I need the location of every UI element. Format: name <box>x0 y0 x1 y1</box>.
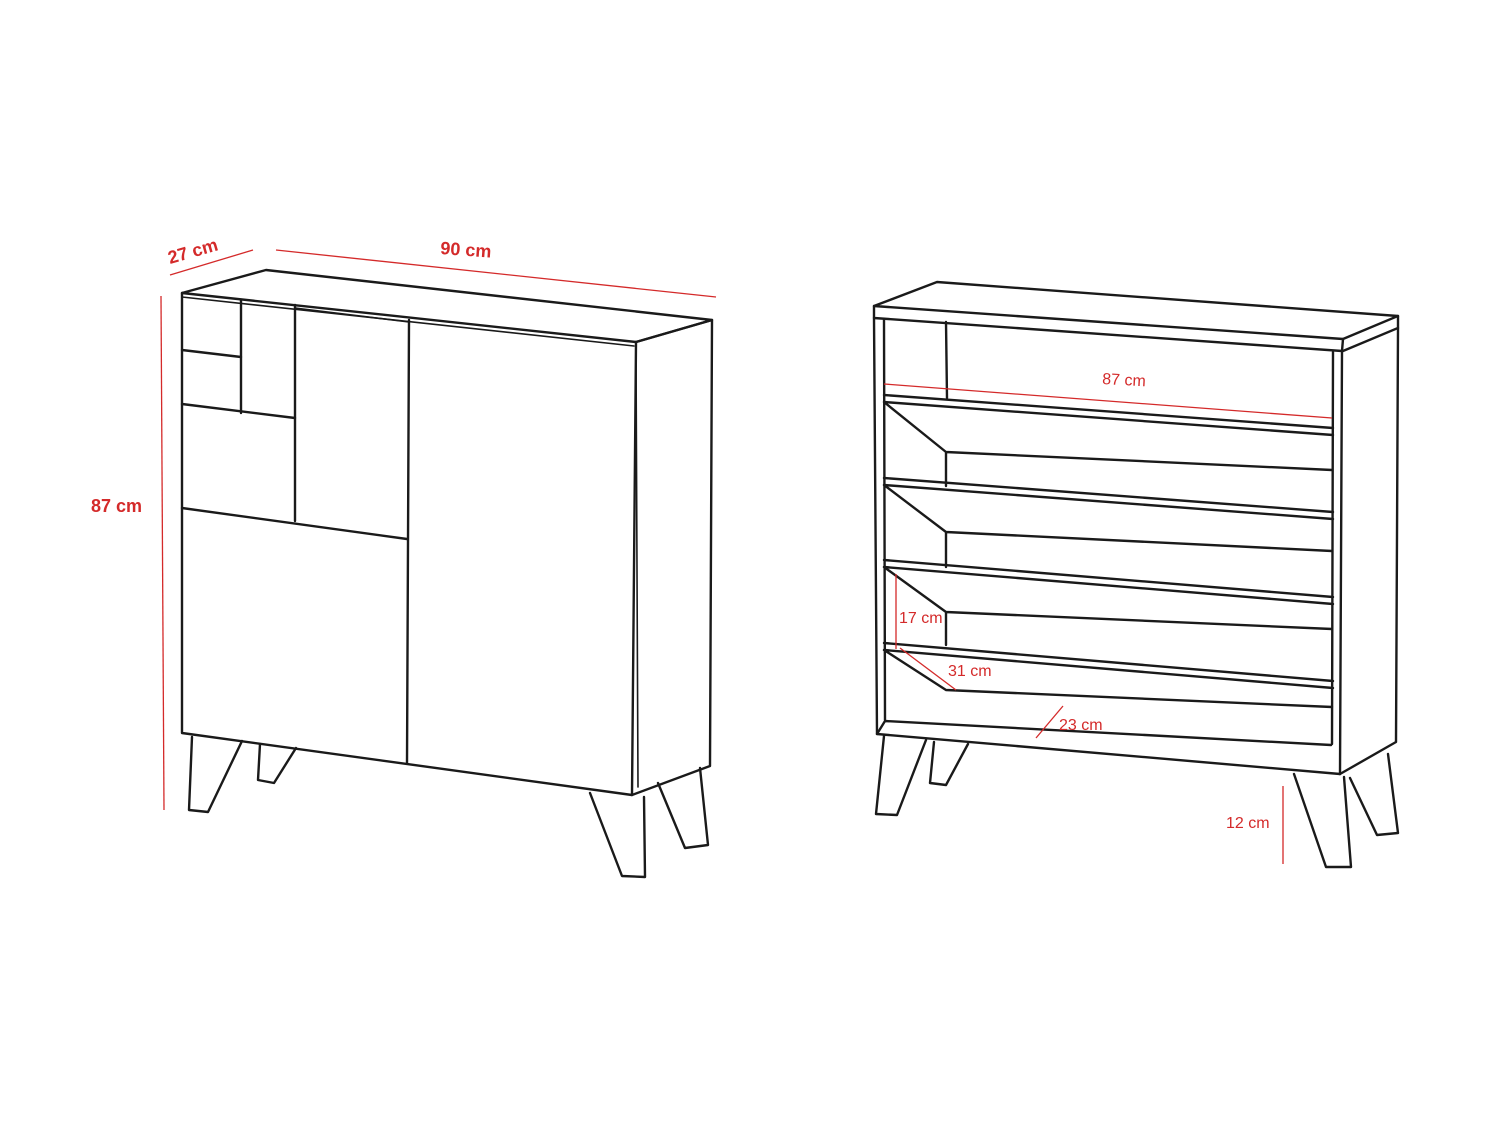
open-right-panel <box>1330 349 1344 776</box>
open-top <box>872 280 1400 341</box>
shoe-shelves <box>882 393 1335 709</box>
open-cabinet-dimensions: 87 cm 17 cm 31 cm 23 cm 12 cm <box>883 371 1333 864</box>
open-leg-back-right <box>1348 752 1400 837</box>
open-leg-back-left <box>928 740 970 787</box>
shelf-depth-dimension-line <box>899 647 957 691</box>
cabinet-legs <box>187 735 710 879</box>
leg-front-left <box>187 735 244 814</box>
height-label: 87 cm <box>91 496 142 516</box>
shelf-4 <box>882 641 1335 709</box>
leg-height-label: 12 cm <box>1226 815 1270 832</box>
open-leg-front-left <box>874 734 928 817</box>
panel-row-2 <box>180 402 297 420</box>
door-panels <box>180 298 411 765</box>
leg-front-right <box>588 791 647 879</box>
open-leg-front-right <box>1292 772 1353 869</box>
shelf-1 <box>882 393 1335 488</box>
base-depth-dimension-line <box>1035 705 1064 739</box>
width-label: 90 cm <box>440 238 492 262</box>
open-divider <box>944 320 949 400</box>
panel-top-gap <box>294 307 410 323</box>
panel-row-3 <box>180 506 409 541</box>
base-depth-label: 23 cm <box>1059 717 1103 734</box>
inner-width-label: 87 cm <box>1102 371 1146 390</box>
shelf-depth-label: 31 cm <box>948 663 992 680</box>
closed-cabinet-drawing <box>180 268 714 879</box>
cabinet-side <box>630 318 714 797</box>
open-top-front <box>872 304 1345 353</box>
leg-back-left <box>256 742 298 785</box>
side-inner-edge <box>635 351 639 788</box>
inner-width-dimension-line <box>883 383 1333 419</box>
open-cabinet-drawing <box>872 280 1400 869</box>
open-bottom <box>875 719 1342 776</box>
height-dimension-line <box>160 295 165 811</box>
open-left-panel <box>872 316 887 736</box>
shelf-height-label: 17 cm <box>899 610 943 627</box>
open-top-side <box>1341 314 1400 353</box>
panel-row-1 <box>180 348 243 359</box>
panel-divider-main <box>405 318 411 765</box>
leg-back-right <box>656 766 710 850</box>
shelf-2 <box>882 476 1335 569</box>
shelf-3 <box>882 558 1335 647</box>
open-side-face <box>1338 326 1400 776</box>
open-cabinet-legs <box>874 734 1400 869</box>
width-dimension-line <box>275 249 717 298</box>
depth-dimension-line <box>169 249 254 276</box>
